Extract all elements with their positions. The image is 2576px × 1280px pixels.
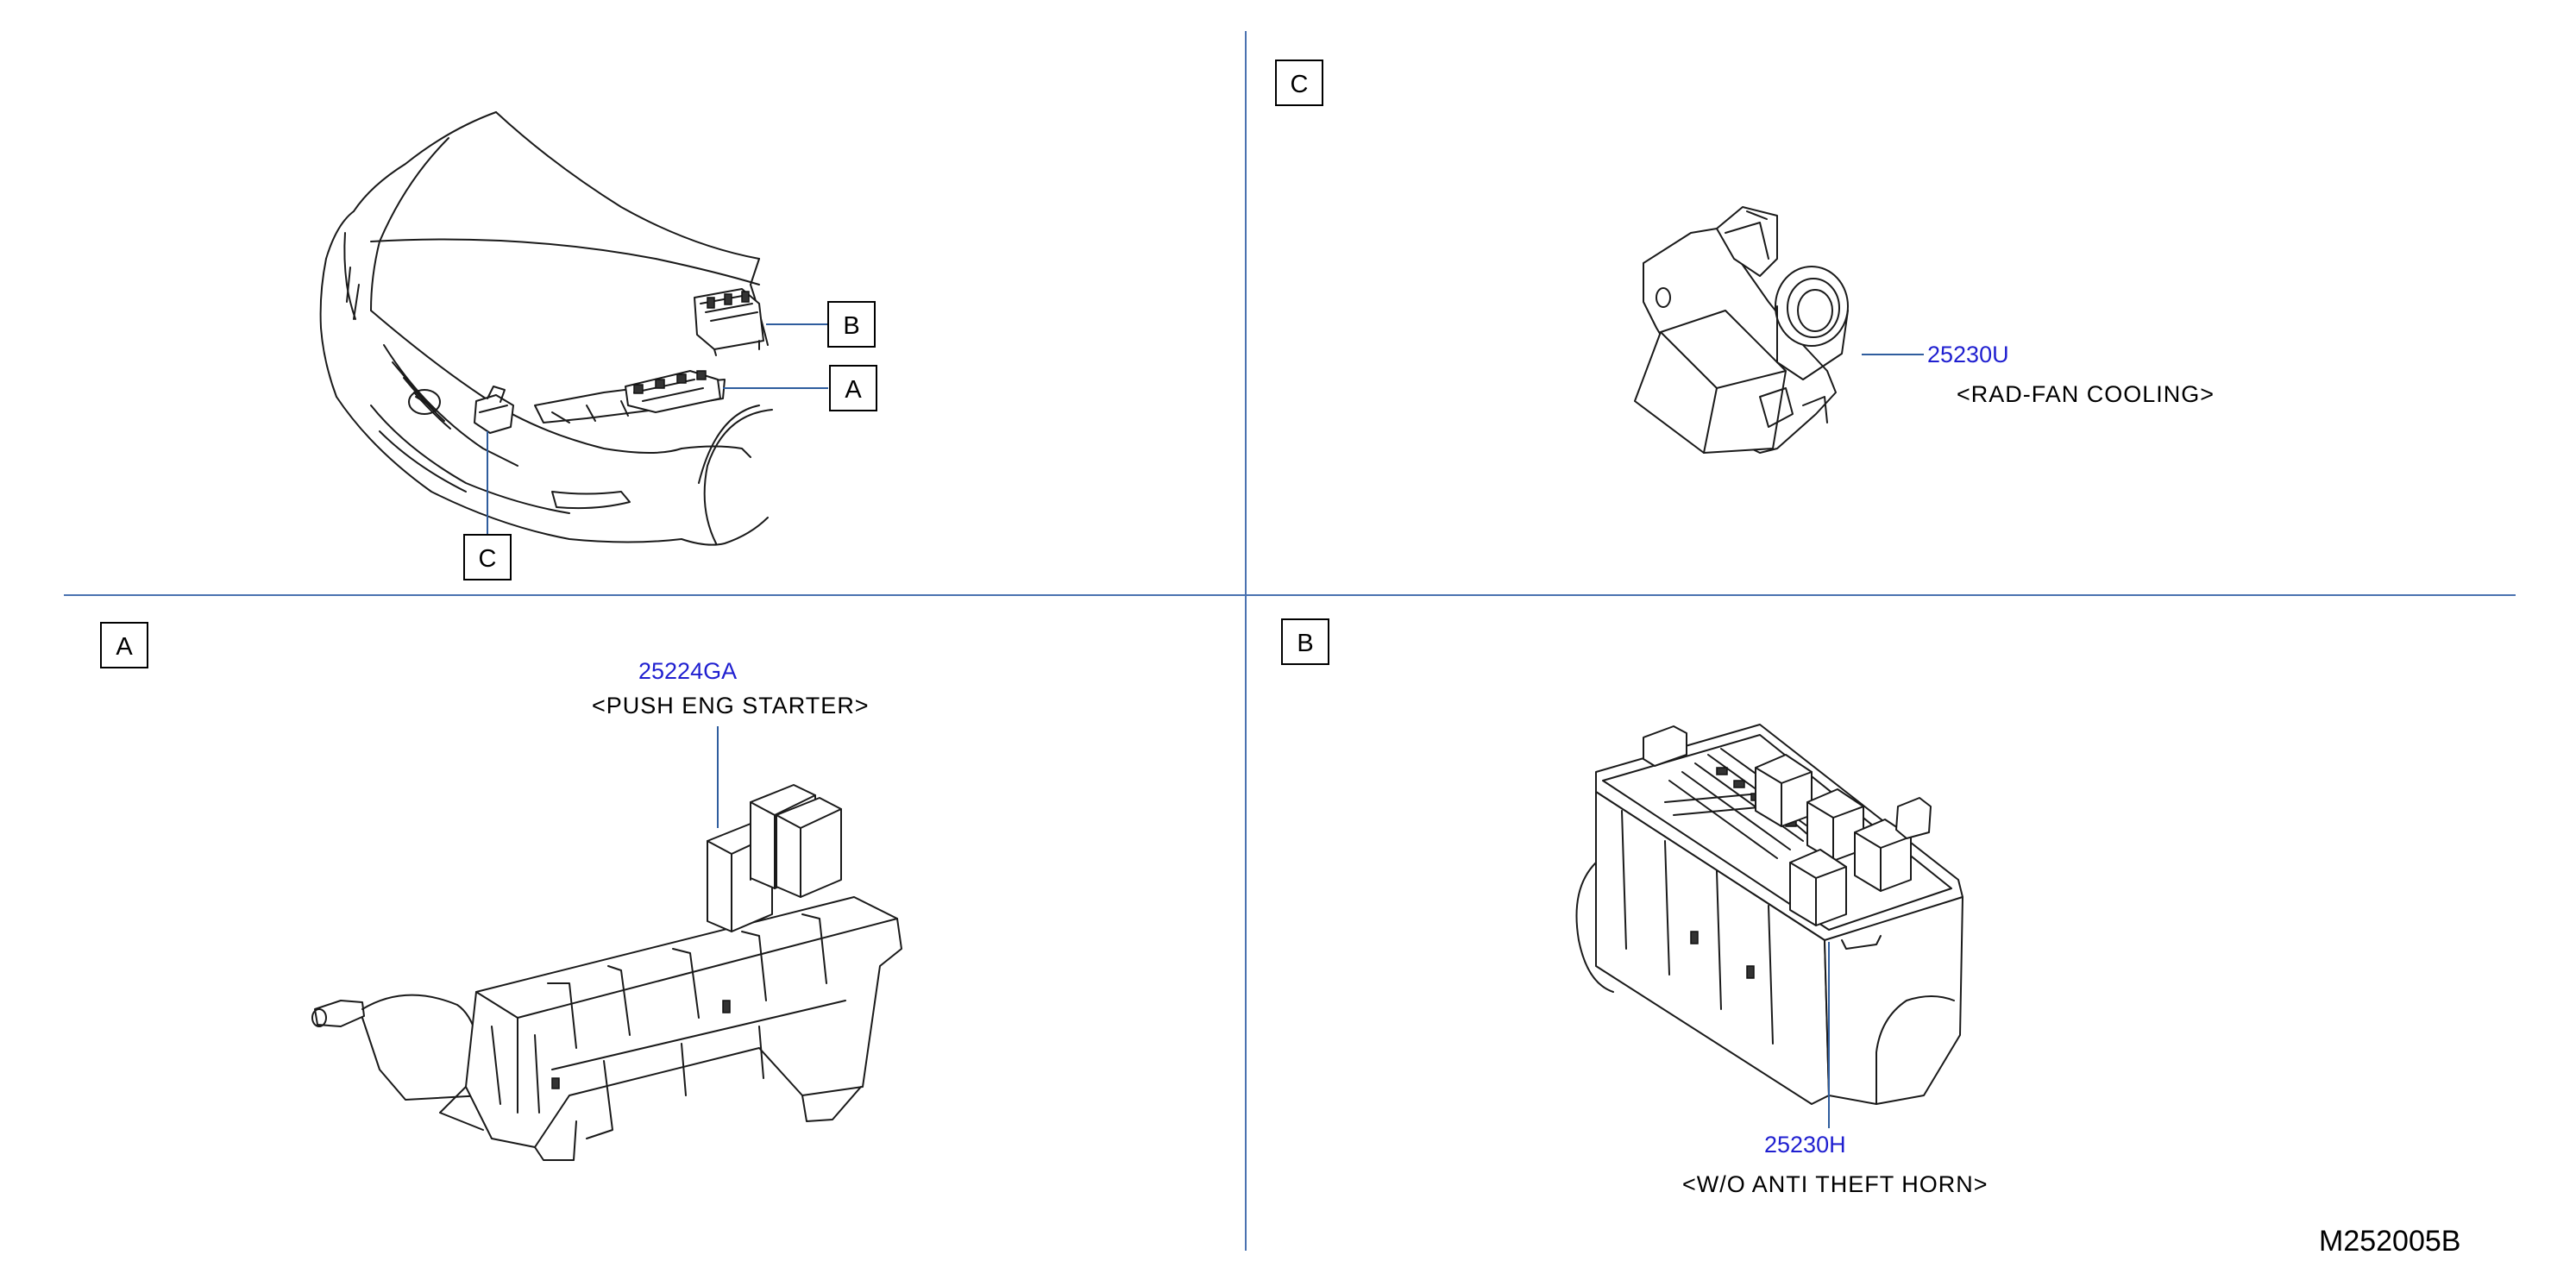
svg-text:B: B [843, 312, 859, 340]
relay-box-a-location-icon [625, 370, 721, 413]
diagram-code: M252005B [2319, 1225, 2460, 1258]
part-number-25230h: 25230H [1764, 1132, 1846, 1158]
car-front-illustration [319, 111, 773, 546]
part-description-wo-anti-theft-horn: <W/O ANTI THEFT HORN> [1682, 1171, 1989, 1197]
part-number-25230u: 25230U [1927, 342, 2009, 367]
callout-box-a: A [829, 365, 877, 411]
svg-text:A: A [116, 633, 133, 661]
relay-c-location-icon [474, 386, 514, 434]
callout-box-b: B [827, 301, 876, 348]
part-description-rad-fan-cooling: <RAD-FAN COOLING> [1957, 381, 2215, 407]
panel-b-label-box: B [1281, 618, 1329, 665]
panel-a-label-box: A [100, 622, 148, 668]
part-number-25224ga: 25224GA [638, 658, 737, 684]
panel-c-label-box: C [1275, 60, 1323, 106]
push-eng-starter-relay-box-drawing [311, 784, 902, 1161]
part-description-push-eng-starter: <PUSH ENG STARTER> [592, 693, 870, 718]
svg-text:C: C [479, 545, 497, 573]
svg-text:B: B [1297, 630, 1313, 657]
wo-anti-theft-horn-relay-box-drawing [1575, 724, 1963, 1105]
callout-box-c: C [463, 534, 512, 580]
rad-fan-cooling-relay-drawing [1634, 206, 1849, 454]
relay-box-b-location-icon [694, 288, 764, 356]
svg-text:C: C [1291, 71, 1309, 98]
svg-text:A: A [845, 376, 862, 404]
